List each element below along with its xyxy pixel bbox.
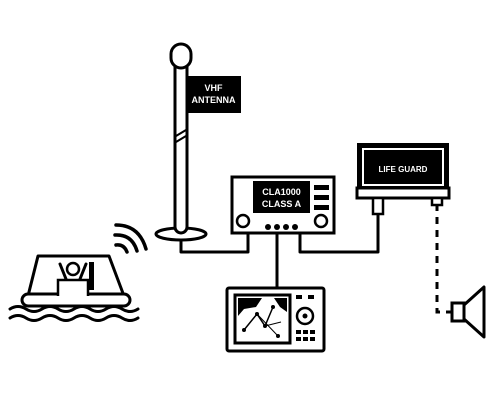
transponder-label-line2: CLASS A xyxy=(262,199,302,209)
water-waves xyxy=(8,305,140,322)
person-arms xyxy=(58,262,88,281)
chart-plotter-icon xyxy=(225,286,326,353)
transponder-screen xyxy=(253,181,310,213)
transponder-knob-left xyxy=(235,213,251,229)
antenna-bulb xyxy=(169,42,193,70)
loudspeaker-icon xyxy=(450,285,486,339)
life-guard-unit-icon: LIFE GUARD xyxy=(355,143,451,216)
life-raft-icon xyxy=(20,254,132,308)
wire-antenna-to-transponder xyxy=(179,233,250,254)
antenna-label-line2: ANTENNA xyxy=(192,95,236,105)
antenna-mast xyxy=(173,55,189,235)
connection-wires xyxy=(179,214,380,288)
transponder-unit-icon: CLA1000 CLASS A xyxy=(230,175,336,235)
transponder-label-line1: CLA1000 xyxy=(262,187,301,197)
antenna-label-line1: VHF xyxy=(205,83,224,93)
antenna-label-flag: VHF ANTENNA xyxy=(186,76,241,113)
vhf-antenna-icon xyxy=(154,42,208,242)
person-head xyxy=(65,261,81,277)
lifeguard-label: LIFE GUARD xyxy=(379,165,428,174)
wire-lifeguard-to-speaker-dashed xyxy=(435,204,452,314)
radio-waves-icon xyxy=(113,223,148,254)
wire-transponder-to-lifeguard xyxy=(298,214,380,254)
transponder-knob-right xyxy=(313,213,329,229)
